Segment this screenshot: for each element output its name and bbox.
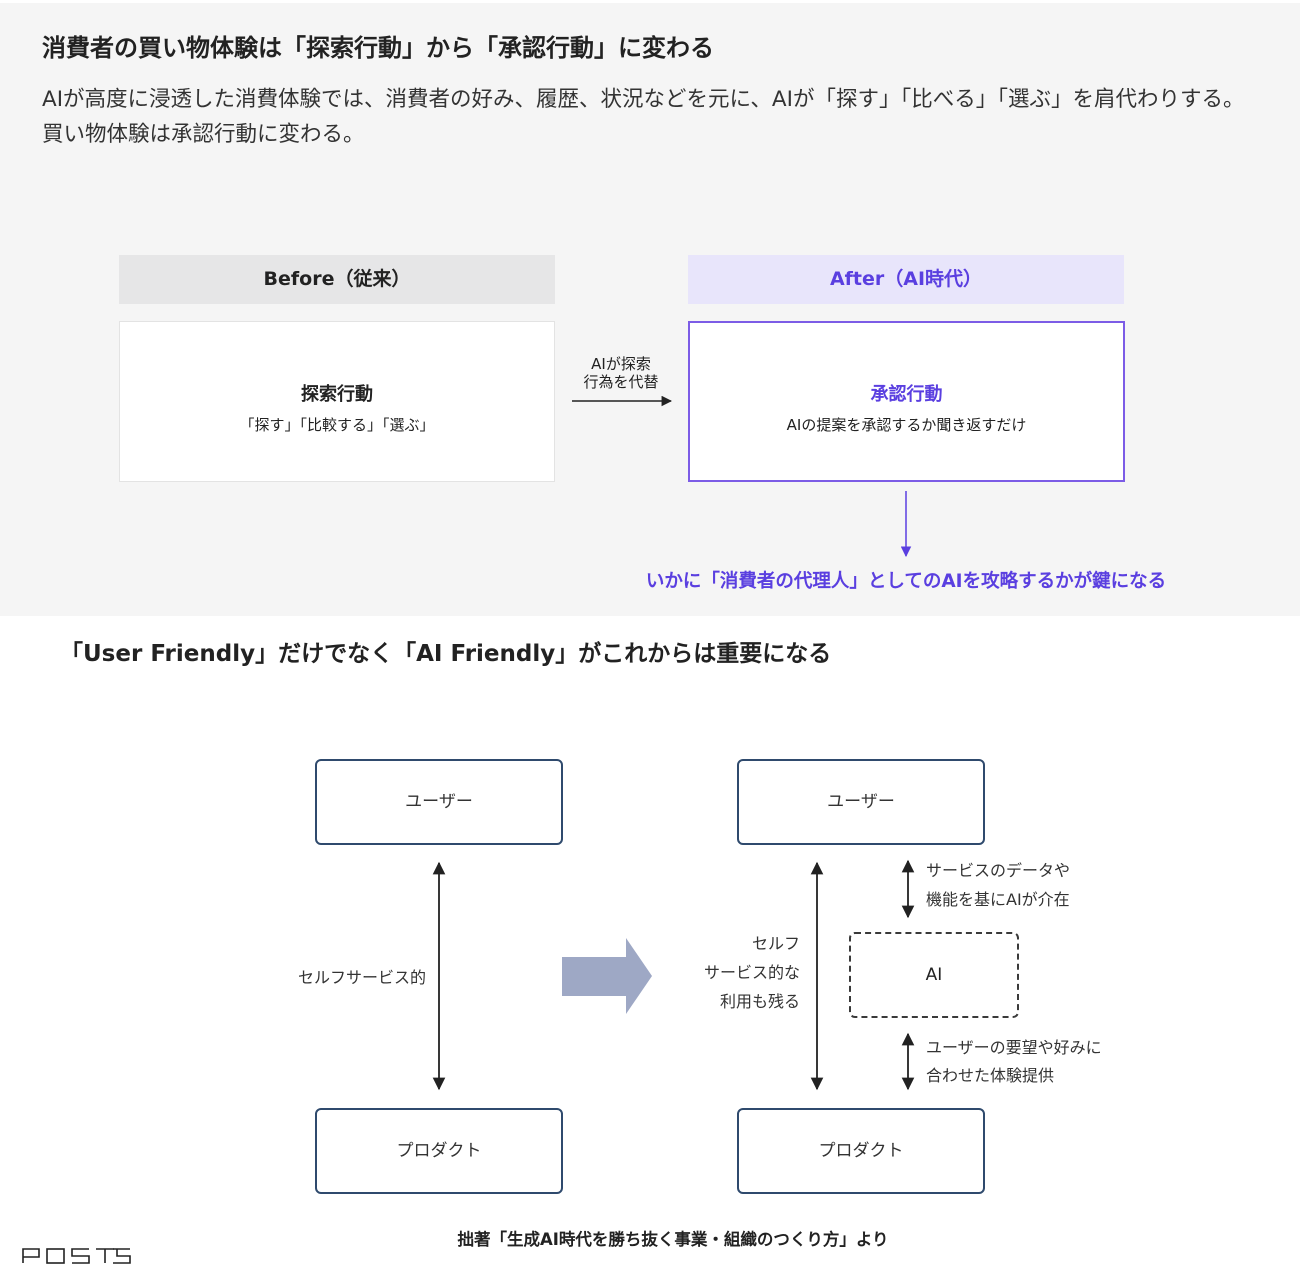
left-user-box: ユーザー xyxy=(315,759,563,845)
before-header: Before（従来） xyxy=(119,255,555,304)
right-product-box: プロダクト xyxy=(737,1108,985,1194)
transition-label: AIが探索 行為を代替 xyxy=(566,355,676,391)
upper-ai-label-line-1: サービスのデータや xyxy=(926,861,1071,880)
after-header: After（AI時代） xyxy=(688,255,1124,304)
right-self-label-line-1: セルフ xyxy=(751,934,800,953)
main-title: 消費者の買い物体験は「探索行動」から「承認行動」に変わる xyxy=(42,34,714,62)
right-self-label-line-2: サービス的な xyxy=(703,963,800,982)
right-self-label-line-3: 利用も残る xyxy=(719,992,800,1011)
section-title: 「User Friendly」だけでなく「AI Friendly」がこれからは重… xyxy=(60,641,832,667)
upper-ai-label-line-2: 機能を基にAIが介在 xyxy=(926,890,1070,909)
right-self-service-label: セルフ サービス的な 利用も残る xyxy=(690,929,800,1016)
posts-logo xyxy=(22,1247,132,1269)
lower-ai-label: ユーザーの要望や好みに 合わせた体験提供 xyxy=(926,1034,1102,1090)
left-product-box: プロダクト xyxy=(315,1108,563,1194)
before-card: 探索行動 「探す」「比較する」「選ぶ」 xyxy=(119,321,555,482)
before-subtitle: 「探す」「比較する」「選ぶ」 xyxy=(239,416,435,434)
after-subtitle: AIの提案を承認するか聞き返すだけ xyxy=(786,416,1027,434)
transition-line-2: 行為を代替 xyxy=(583,373,659,391)
after-card: 承認行動 AIの提案を承認するか聞き返すだけ xyxy=(688,321,1125,482)
lead-text: AIが高度に浸透した消費体験では、消費者の好み、履歴、状況などを元に、AIが「探… xyxy=(42,87,1245,147)
left-self-service-label: セルフサービス的 xyxy=(298,968,427,987)
lower-ai-label-line-2: 合わせた体験提供 xyxy=(926,1066,1055,1085)
key-point: いかに「消費者の代理人」としてのAIを攻略するかが鍵になる xyxy=(645,571,1167,592)
ai-box: AI xyxy=(849,932,1019,1018)
top-panel xyxy=(0,3,1300,616)
transition-line-1: AIが探索 xyxy=(591,355,651,373)
before-title: 探索行動 xyxy=(301,384,373,405)
lower-ai-label-line-1: ユーザーの要望や好みに xyxy=(926,1038,1102,1057)
after-title: 承認行動 xyxy=(870,384,943,405)
caption: 拙著「生成AI時代を勝ち抜く事業・組織のつくり方」より xyxy=(457,1230,889,1249)
posts-logo-mark xyxy=(22,1248,131,1264)
big-transition-arrow xyxy=(562,938,652,1014)
upper-ai-label: サービスのデータや 機能を基にAIが介在 xyxy=(926,856,1070,914)
right-user-box: ユーザー xyxy=(737,759,985,845)
